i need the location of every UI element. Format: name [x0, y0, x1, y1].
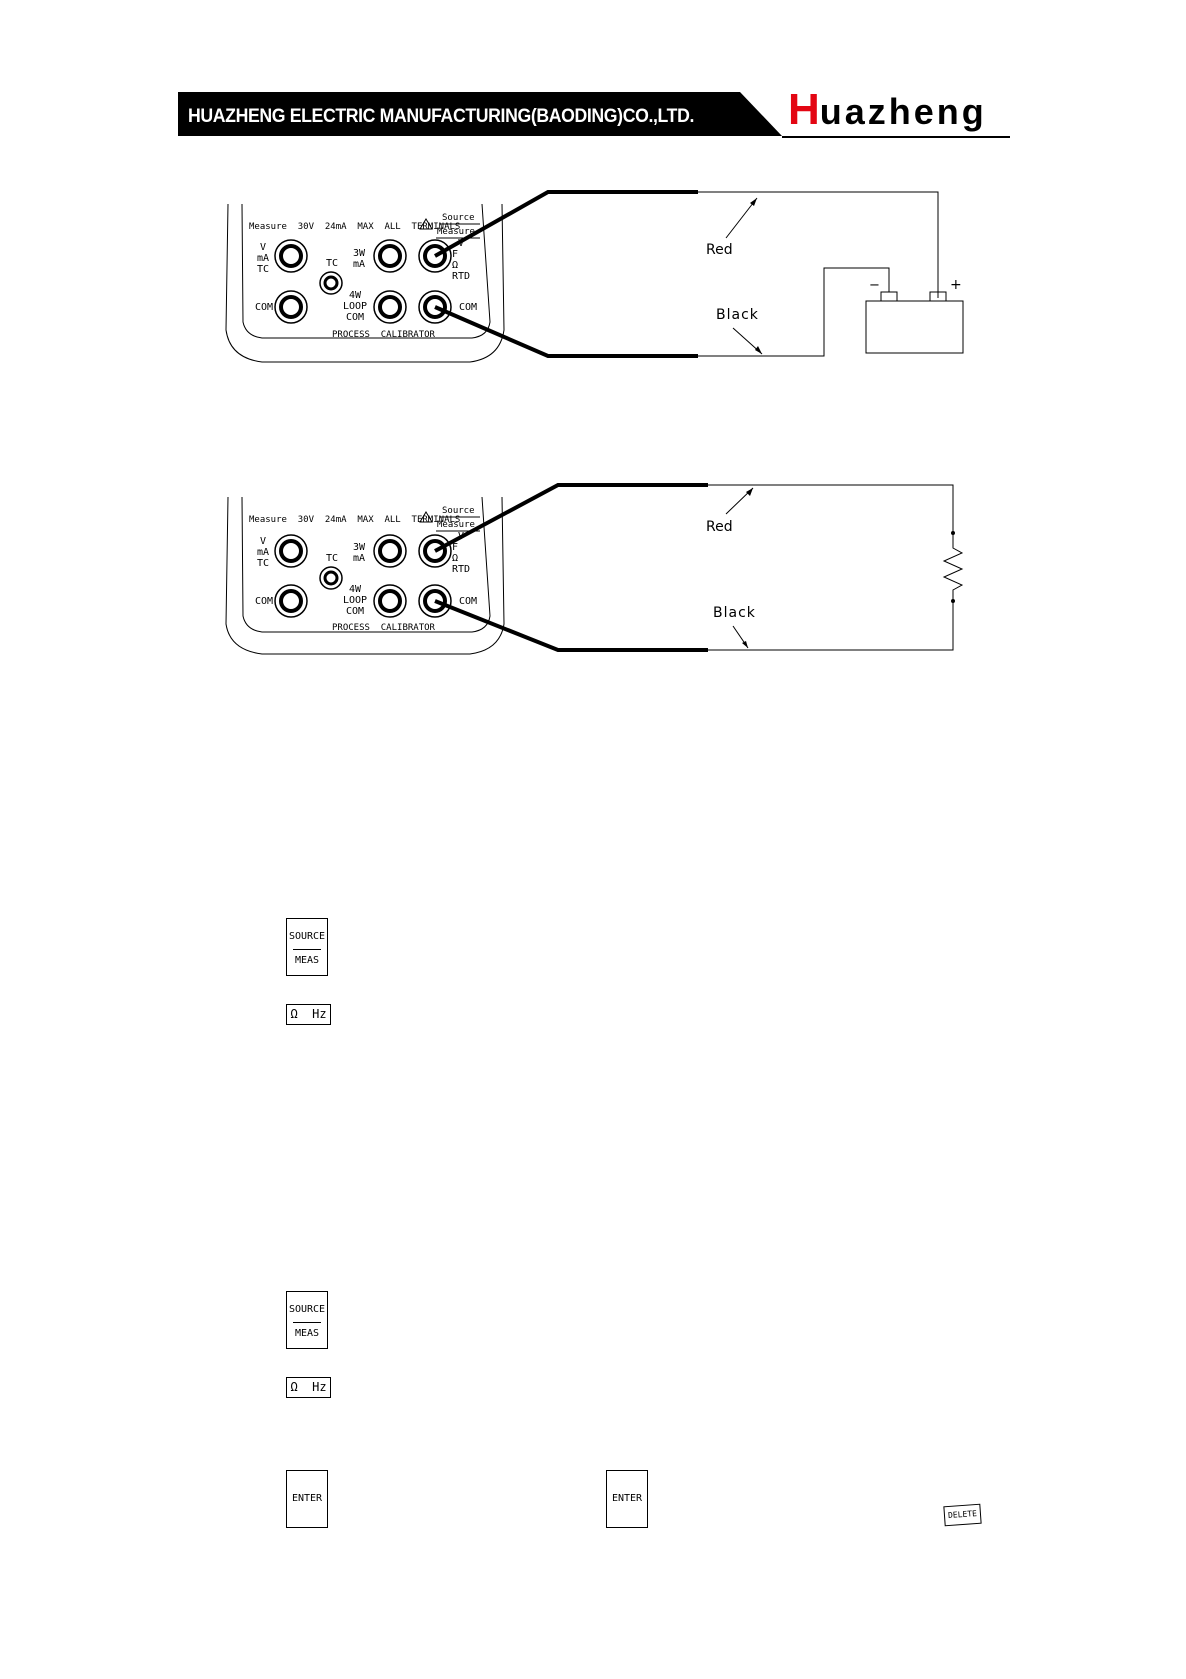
header-bar — [178, 92, 1010, 138]
wiring-diagram-resistor: Measure 30V 24mA MAX ALL TERMINALS Sourc… — [0, 0, 1186, 680]
delete-key: DELETE — [943, 1503, 982, 1527]
meas-key-label: MEAS — [294, 1328, 320, 1339]
logo-rest: uazheng — [819, 91, 987, 132]
label-v-f-ohm-rtd: V F Ω RTD — [452, 238, 478, 282]
label-line: COM — [345, 606, 365, 617]
label-line: V — [458, 238, 465, 249]
label-4w-loop-com: 4W LOOP COM — [340, 290, 370, 323]
label-com-left: COM — [254, 596, 274, 607]
logo-initial: H — [788, 85, 820, 134]
panel-measure-label: Measure — [437, 520, 475, 530]
label-line: RTD — [452, 271, 471, 282]
label-line: mA — [256, 547, 270, 558]
red-wire-label: Red — [706, 242, 733, 258]
panel-top-label: Measure 30V 24mA MAX ALL TERMINALS — [249, 222, 461, 232]
label-line: COM — [345, 312, 365, 323]
label-line: mA — [352, 259, 366, 270]
label-line: 3W — [352, 248, 366, 259]
panel-bottom-label: PROCESS CALIBRATOR — [332, 623, 435, 633]
label-line: mA — [352, 553, 366, 564]
enter-key: ENTER — [286, 1470, 328, 1528]
label-line: LOOP — [342, 595, 368, 606]
panel-measure-label: Measure — [437, 227, 475, 237]
black-wire-label: Black — [716, 307, 759, 323]
diagram1-graphics — [225, 190, 964, 363]
label-4w-loop-com: 4W LOOP COM — [340, 584, 370, 617]
label-line: 3W — [352, 542, 366, 553]
label-v-f-ohm-rtd: V F Ω RTD — [452, 531, 478, 575]
battery-minus-label: − — [869, 278, 880, 293]
panel-top-label: Measure 30V 24mA MAX ALL TERMINALS — [249, 515, 461, 525]
label-line: F — [452, 249, 459, 260]
label-line: V — [259, 536, 267, 547]
label-com-left: COM — [254, 302, 274, 313]
red-wire-label: Red — [706, 519, 733, 535]
label-line: V — [458, 531, 465, 542]
label-v-ma-tc: V mA TC — [252, 242, 274, 275]
label-line: TC — [256, 558, 270, 569]
panel-bottom-label: PROCESS CALIBRATOR — [332, 330, 435, 340]
ohm-hz-key: Ω Hz — [286, 1004, 331, 1025]
key-divider — [293, 949, 321, 950]
wiring-diagram-battery: Measure 30V 24mA MAX ALL TERMINALS Sourc… — [0, 0, 1186, 380]
page-header: HUAZHENG ELECTRIC MANUFACTURING(BAODING)… — [178, 88, 1013, 140]
company-name: HUAZHENG ELECTRIC MANUFACTURING(BAODING)… — [188, 106, 694, 127]
enter-key: ENTER — [606, 1470, 648, 1528]
label-line: RTD — [452, 564, 471, 575]
label-line: 4W — [348, 290, 362, 301]
label-line: TC — [256, 264, 270, 275]
ohm-hz-key: Ω Hz — [286, 1377, 331, 1398]
label-3w-ma: 3W mA — [348, 248, 370, 270]
panel-source-label: Source — [442, 506, 475, 516]
source-meas-key: SOURCE MEAS — [286, 918, 328, 976]
label-line: Ω — [452, 260, 459, 271]
company-logo: Huazheng — [788, 88, 987, 132]
label-line: 4W — [348, 584, 362, 595]
source-key-label: SOURCE — [288, 1304, 326, 1315]
label-v-ma-tc: V mA TC — [252, 536, 274, 569]
label-line: mA — [256, 253, 270, 264]
label-line: LOOP — [342, 301, 368, 312]
label-tc: TC — [325, 258, 339, 269]
label-line: Ω — [452, 553, 459, 564]
label-tc: TC — [325, 553, 339, 564]
label-line: F — [452, 542, 459, 553]
label-com-right: COM — [458, 596, 478, 607]
label-line: V — [259, 242, 267, 253]
meas-key-label: MEAS — [294, 955, 320, 966]
label-com-right: COM — [458, 302, 478, 313]
source-key-label: SOURCE — [288, 931, 326, 942]
diagram2-graphics — [225, 483, 964, 655]
panel-source-label: Source — [442, 213, 475, 223]
label-3w-ma: 3W mA — [348, 542, 370, 564]
black-wire-label: Black — [713, 605, 756, 621]
source-meas-key: SOURCE MEAS — [286, 1291, 328, 1349]
battery-plus-label: + — [950, 277, 962, 293]
key-divider — [293, 1322, 321, 1323]
